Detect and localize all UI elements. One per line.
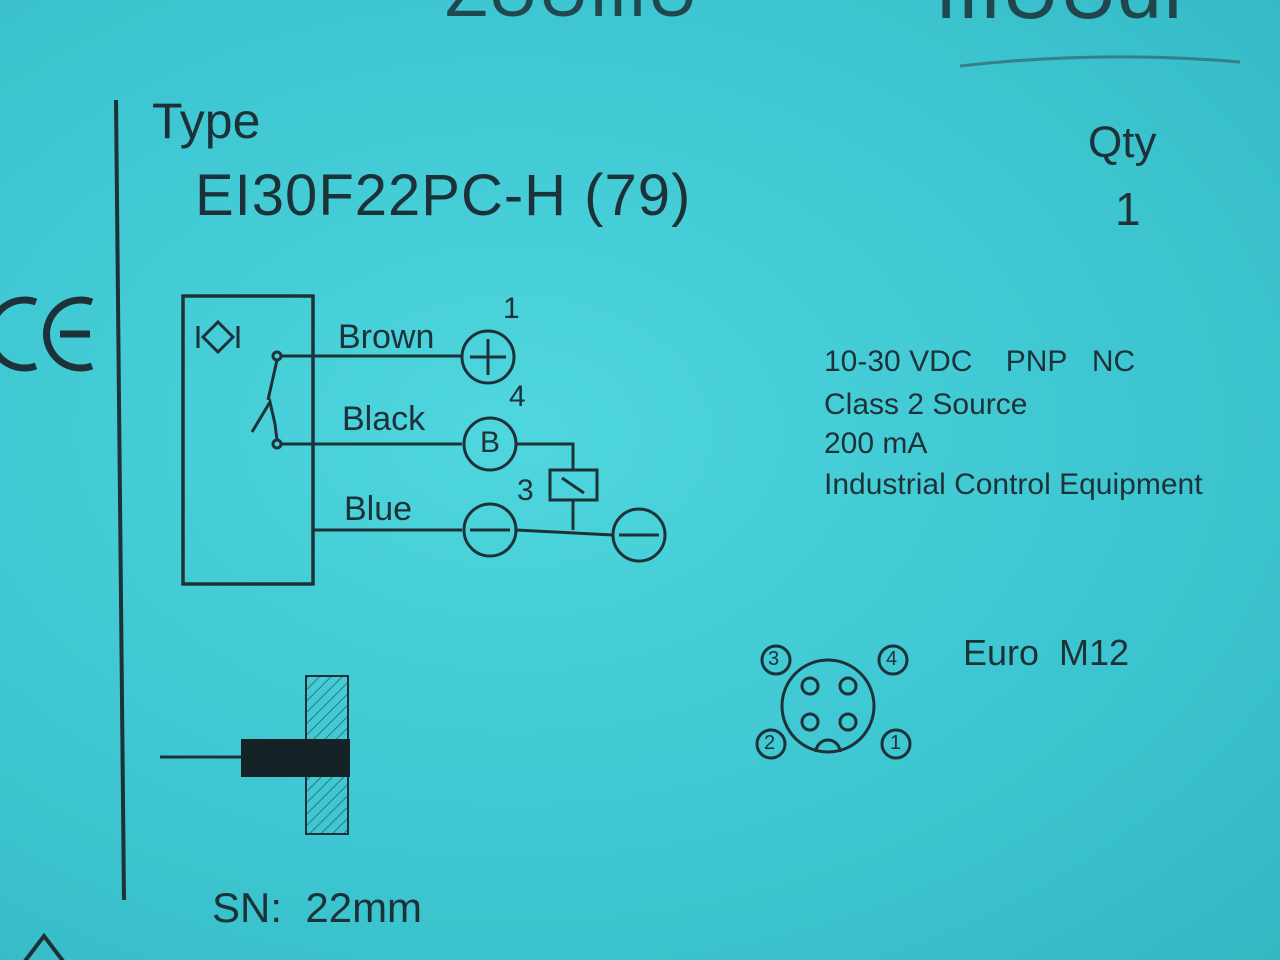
type-label: Type	[152, 93, 261, 149]
spec-voltage: 10-30 VDC PNP NC	[824, 345, 1136, 378]
load-relay-icon	[515, 442, 614, 537]
spec-current: 200 mA	[824, 427, 928, 460]
load-minus-icon	[611, 507, 667, 563]
warning-triangle-partial-icon	[23, 932, 65, 960]
spec-category: Industrial Control Equipment	[824, 468, 1203, 501]
header-swoosh	[959, 55, 1241, 68]
switch-symbol-icon	[250, 350, 283, 450]
terminal-plus-icon	[460, 329, 516, 385]
terminal-minus-icon	[462, 502, 518, 558]
connector-pin-4: 4	[886, 648, 898, 670]
header-partial-text-right: IIIUUdI	[935, 0, 1184, 37]
pin-number-4: 4	[509, 380, 526, 413]
type-value: EI30F22PC-H (79)	[195, 163, 692, 228]
qty-value: 1	[1115, 183, 1141, 235]
wire-label-black: Black	[342, 400, 426, 438]
sensor-box	[181, 294, 315, 586]
sensing-distance-label: SN: 22mm	[212, 884, 423, 931]
terminal-b-label: B	[480, 426, 501, 459]
vertical-divider	[114, 99, 126, 901]
flush-mount-icon	[160, 675, 350, 835]
connector-pin-1: 1	[890, 732, 902, 754]
wire-label-brown: Brown	[338, 318, 435, 356]
spec-class: Class 2 Source	[824, 388, 1028, 421]
pin-number-3: 3	[517, 474, 534, 507]
pin-number-1: 1	[503, 292, 520, 325]
header-partial-text-left: ZUUIIIU	[445, 0, 698, 32]
connector-pin-2: 2	[764, 732, 776, 754]
m12-connector-icon	[755, 644, 912, 760]
sensor-symbol-icon	[196, 319, 240, 355]
connector-label: Euro M12	[963, 632, 1130, 673]
wire-label-blue: Blue	[344, 490, 413, 528]
ce-mark-icon	[0, 296, 94, 372]
connector-pin-3: 3	[768, 648, 780, 670]
qty-label: Qty	[1088, 118, 1157, 167]
